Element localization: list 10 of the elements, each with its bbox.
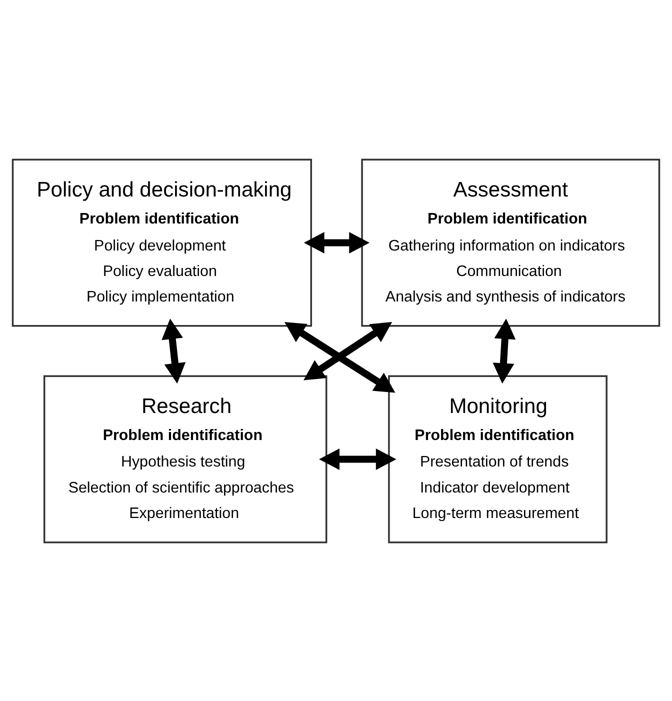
node-box: Assessment Problem identification Gathering information on indicators Communication Analysis and synthesis of indicators — [361, 158, 660, 326]
arrow — [284, 322, 396, 392]
node-box: Policy and decision-making Problem identification Policy development Policy evaluation Policy implementation — [12, 158, 312, 326]
arrow — [162, 318, 186, 384]
arrow — [492, 318, 516, 384]
arrow — [304, 232, 370, 253]
node-box: Monitoring Problem identification Presentation of trends Indicator development Long-term measurement — [388, 374, 608, 543]
node-box: Research Problem identification Hypothesis testing Selection of scientific approaches Experimentation — [43, 374, 328, 543]
arrow — [319, 448, 396, 470]
arrow — [304, 321, 392, 380]
